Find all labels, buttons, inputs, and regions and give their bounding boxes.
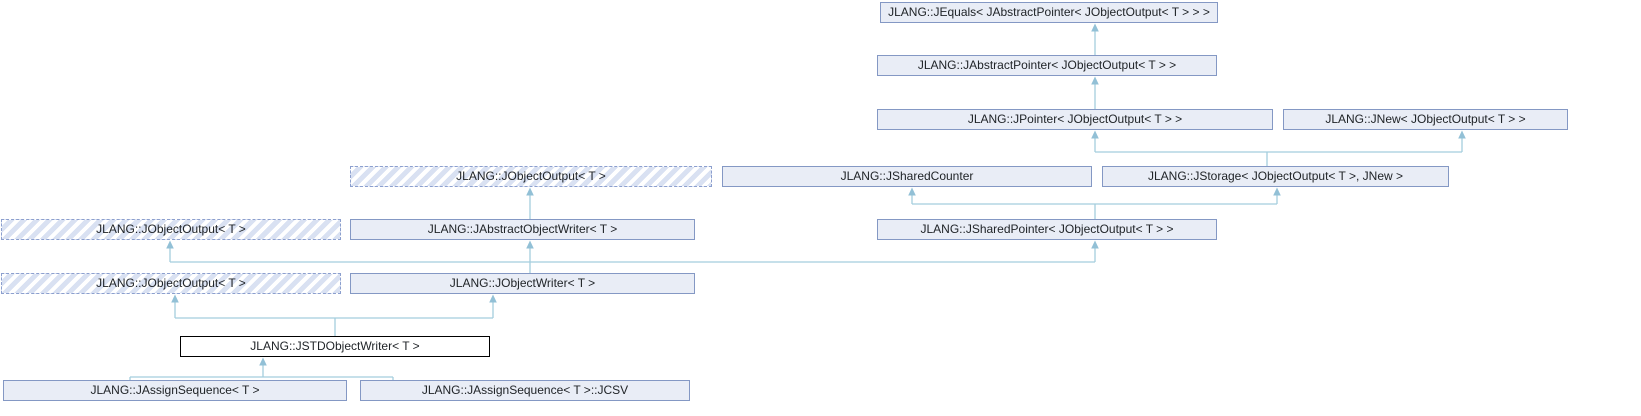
class-node-jsharedcounter[interactable]: JLANG::JSharedCounter [722,166,1092,187]
class-node-jnew[interactable]: JLANG::JNew< JObjectOutput< T > > [1283,109,1568,130]
class-node-jpointer[interactable]: JLANG::JPointer< JObjectOutput< T > > [877,109,1273,130]
edge-jsharedpointer-to-jsharedcounter-and-jstorage [908,187,1281,219]
edge-derived-to-jstdobjectwriter [129,357,394,380]
class-node-jstorage[interactable]: JLANG::JStorage< JObjectOutput< T >, JNe… [1102,166,1449,187]
class-node-jobjectwriter[interactable]: JLANG::JObjectWriter< T > [350,273,695,294]
class-node-jsharedpointer[interactable]: JLANG::JSharedPointer< JObjectOutput< T … [877,219,1217,240]
class-node-jabstractpointer[interactable]: JLANG::JAbstractPointer< JObjectOutput< … [877,55,1217,76]
edge-jstdobjectwriter-to-parents [171,294,497,336]
class-node-jassignsequence-jcsv[interactable]: JLANG::JAssignSequence< T >::JCSV [360,380,690,401]
edge-jstorage-to-jpointer-and-jnew [1091,130,1466,166]
class-node-jequals[interactable]: JLANG::JEquals< JAbstractPointer< JObjec… [880,2,1218,23]
class-node-jobjectoutput-top: JLANG::JObjectOutput< T > [350,166,712,187]
class-node-jobjectoutput-bottom: JLANG::JObjectOutput< T > [1,273,341,294]
edge-jobjectwriter-to-parents [166,240,1099,273]
edge-jpointer-to-jabstractpointer [1091,76,1099,109]
class-node-jstdobjectwriter: JLANG::JSTDObjectWriter< T > [180,336,490,357]
edge-jabstractobjectwriter-to-jobjectoutput [526,187,534,219]
class-node-jabstractobjectwriter[interactable]: JLANG::JAbstractObjectWriter< T > [350,219,695,240]
class-node-jobjectoutput-mid: JLANG::JObjectOutput< T > [1,219,341,240]
edge-jabstractpointer-to-jequals [1091,23,1099,55]
class-node-jassignsequence[interactable]: JLANG::JAssignSequence< T > [3,380,347,401]
